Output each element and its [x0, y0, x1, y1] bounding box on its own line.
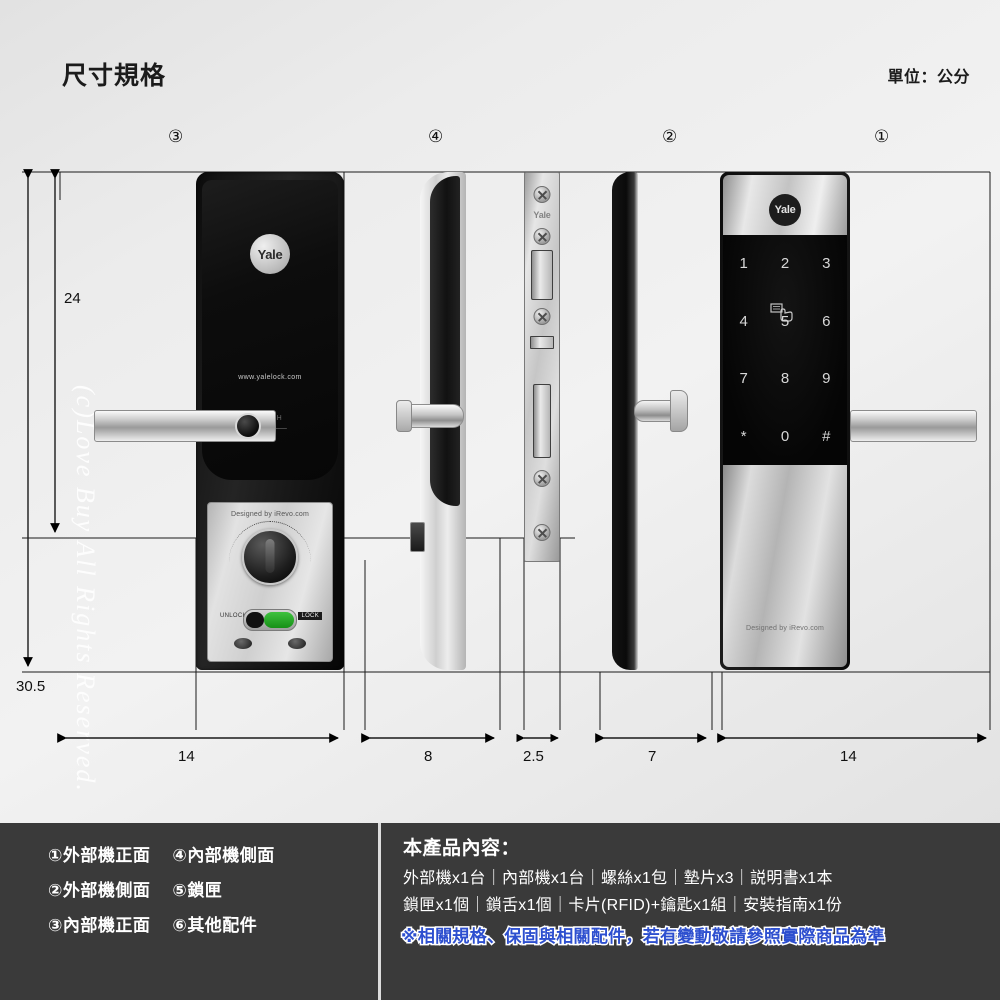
exterior-side-handle-rose	[670, 390, 688, 432]
dimension-label-height-24: 24	[64, 290, 81, 307]
exterior-side-shell	[612, 172, 638, 670]
yale-logo-dark: Yale	[769, 194, 801, 226]
legend-item-6: ⑥其他配件	[172, 911, 274, 936]
keypad-key-9[interactable]: 9	[822, 370, 831, 388]
interior-side-dark-face	[430, 176, 460, 506]
dimension-label-width-8: 8	[424, 748, 433, 765]
contents-line-2: 鎖匣x1個｜鎖舌x1個｜卡片(RFID)+鑰匙x1組｜安裝指南x1份	[403, 897, 843, 914]
keypad-key-0[interactable]: 0	[780, 427, 790, 445]
interior-side-handle-cap	[396, 400, 412, 432]
view-marker-4: ④	[428, 127, 444, 146]
legend-item-3: ③內部機正面	[48, 911, 150, 936]
keypad-key-8[interactable]: 8	[780, 370, 790, 388]
dimension-label-width-7: 7	[648, 748, 657, 765]
rfid-card-hand-icon	[770, 303, 793, 322]
exterior-lever-handle[interactable]	[850, 410, 977, 442]
mortise-lock-image: Yale	[524, 172, 560, 562]
mortise-yale-engraving: Yale	[533, 210, 551, 220]
keypad-key-2[interactable]: 2	[780, 255, 790, 273]
legend-label-5: 鎖匣	[187, 881, 223, 900]
toggle-green-indicator	[264, 612, 294, 628]
keypad-key-hash[interactable]: #	[822, 427, 831, 445]
dimension-label-width-2-5: 2.5	[523, 748, 544, 765]
legend-item-5: ⑤鎖匣	[172, 876, 274, 901]
mortise-auxiliary-opening	[533, 384, 551, 458]
legend-item-4: ④內部機側面	[172, 841, 274, 866]
interior-lever-handle[interactable]	[94, 410, 276, 442]
legend-label-3: 內部機正面	[62, 916, 151, 935]
handle-button	[235, 413, 261, 439]
legend-item-2: ②外部機側面	[48, 876, 150, 901]
mortise-screw-4	[533, 470, 551, 487]
legend-symbol-5: ⑤	[172, 881, 188, 900]
keypad-key-3[interactable]: 3	[822, 255, 831, 273]
exterior-unit-front-image: Yale 1 2 3 4 5 6 7 8 9 * 0 # Designed by…	[720, 172, 850, 670]
thumbturn-knob[interactable]	[242, 529, 298, 585]
toggle-handle	[246, 612, 264, 628]
exterior-unit-side-image	[612, 172, 688, 670]
exterior-front-bottom-steel	[723, 465, 847, 667]
legend-symbol-2: ②	[48, 881, 63, 900]
unlock-label: UNLOCK	[220, 613, 247, 619]
legend-symbol-1: ①	[48, 846, 63, 865]
view-marker-2: ②	[662, 127, 678, 146]
contents-title: 本產品內容：	[403, 838, 521, 859]
mortise-latch-opening	[530, 336, 554, 349]
dimension-label-height-30-5: 30.5	[16, 678, 46, 695]
yale-website-text: www.yalelock.com	[238, 374, 302, 381]
interior-unit-front-image: Yale www.yalelock.com PUSH Designed by i…	[196, 172, 344, 670]
mortise-screw-2	[533, 228, 551, 245]
panel-screw-left	[234, 638, 252, 649]
view-marker-3: ③	[168, 127, 184, 146]
mortise-screw-5	[533, 524, 551, 541]
view-marker-1: ①	[874, 127, 890, 146]
lock-toggle-switch[interactable]	[243, 609, 297, 631]
keypad-key-1[interactable]: 1	[739, 255, 748, 273]
legend-label-1: 外部機正面	[62, 846, 151, 865]
dimension-label-width-14-left: 14	[178, 748, 195, 765]
legend-item-1: ①外部機正面	[48, 841, 150, 866]
lock-label: LOCK	[298, 612, 322, 620]
unit-label: 單位：公分	[887, 69, 970, 86]
mortise-screw-3	[533, 308, 551, 325]
legend-label-6: 其他配件	[187, 916, 258, 935]
legend-symbol-3: ③	[48, 916, 63, 935]
legend-panel: ①外部機正面 ④內部機側面 ②外部機側面 ⑤鎖匣 ③內部機正面 ⑥其他配件	[0, 823, 378, 1000]
keypad-key-4[interactable]: 4	[739, 312, 748, 330]
designed-by-text: Designed by iRevo.com	[230, 511, 310, 518]
panel-screw-right	[288, 638, 306, 649]
panel-divider	[378, 823, 381, 1000]
dimension-label-width-14-right: 14	[840, 748, 857, 765]
mortise-screw-1	[533, 186, 551, 203]
legend-symbol-4: ④	[172, 846, 188, 865]
product-contents-panel: 本產品內容： 外部機x1台｜內部機x1台｜螺絲x1包｜墊片x3｜説明書x1本 鎖…	[381, 823, 1000, 1000]
keypad-key-7[interactable]: 7	[739, 370, 748, 388]
legend-label-2: 外部機側面	[62, 881, 151, 900]
knob-dial-dots	[229, 521, 311, 562]
keypad-key-star[interactable]: *	[740, 427, 747, 445]
mortise-deadbolt-opening	[531, 250, 553, 300]
touch-keypad[interactable]: 1 2 3 4 5 6 7 8 9 * 0 #	[723, 235, 847, 465]
contents-line-1: 外部機x1台｜內部機x1台｜螺絲x1包｜墊片x3｜説明書x1本	[403, 870, 833, 887]
page-title: 尺寸規格	[62, 62, 167, 90]
legend-label-4: 內部機側面	[187, 846, 275, 865]
legend-grid: ①外部機正面 ④內部機側面 ②外部機側面 ⑤鎖匣 ③內部機正面 ⑥其他配件	[48, 841, 275, 936]
interior-side-port	[410, 522, 425, 552]
keypad-key-6[interactable]: 6	[822, 312, 831, 330]
exterior-designed-by-text: Designed by iRevo.com	[745, 625, 825, 632]
contents-disclaimer-note: ※相關規格、保固與相關配件，若有變動敬請參照實際商品為準	[400, 926, 887, 948]
interior-unit-side-image	[396, 172, 466, 670]
yale-logo-badge: Yale	[250, 234, 290, 274]
legend-symbol-6: ⑥	[172, 916, 188, 935]
interior-control-panel: Designed by iRevo.com UNLOCK LOCK	[207, 502, 333, 662]
